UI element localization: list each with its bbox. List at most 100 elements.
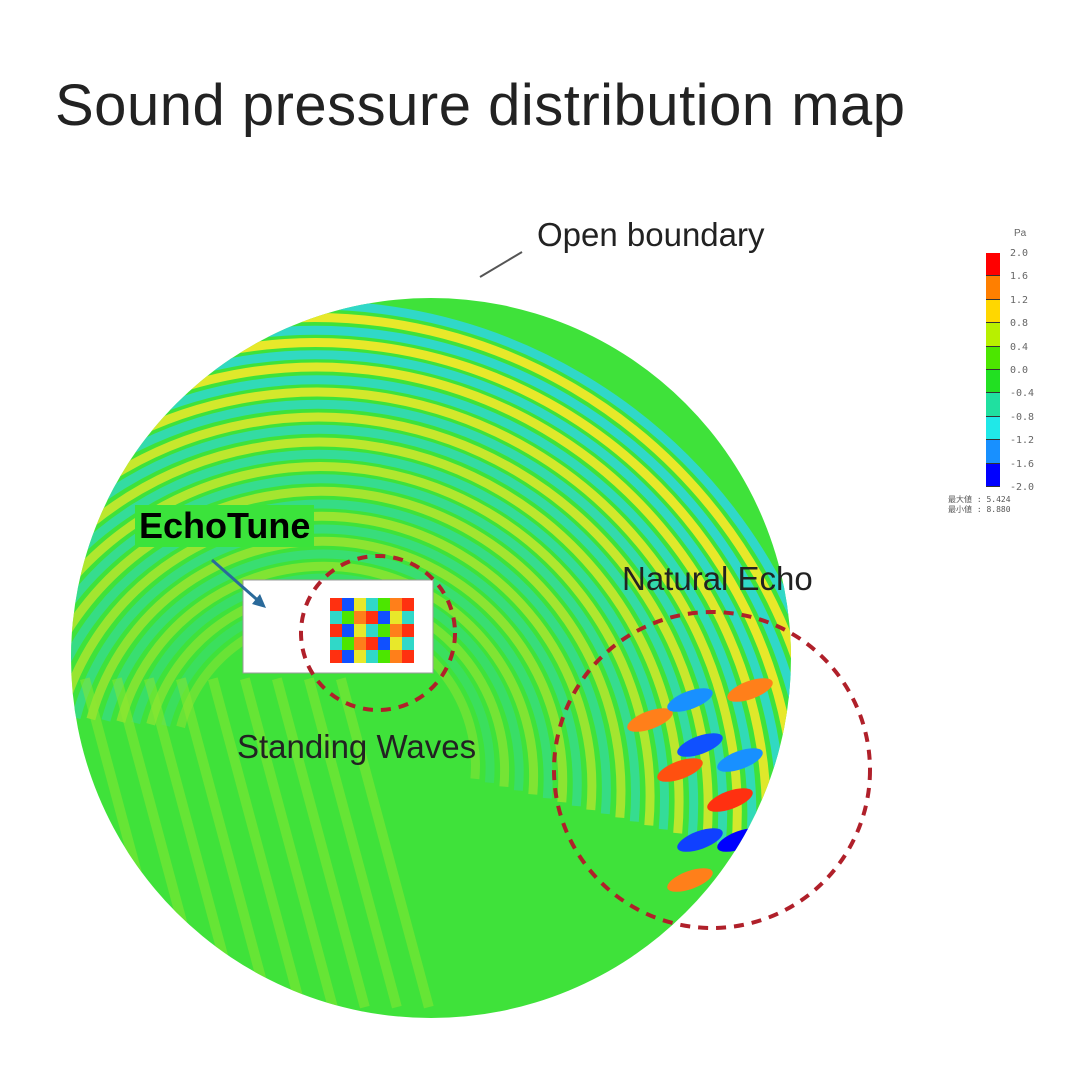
legend-tick: 0.8 (1010, 318, 1029, 330)
wave-band (71, 437, 684, 834)
resonator-cell (378, 624, 390, 637)
wave-band (71, 300, 791, 877)
natural-echo-marker (552, 610, 872, 930)
resonator-cell (402, 611, 414, 624)
open-boundary-leader (479, 251, 523, 278)
echo-hotspot (627, 708, 673, 732)
wave-band (71, 486, 626, 818)
legend-unit: Pa (1014, 228, 1027, 239)
resonator-cell (390, 598, 402, 611)
legend-swatch (986, 323, 1000, 347)
wave-band (71, 524, 582, 807)
legend-tick: -0.4 (1010, 388, 1035, 400)
wave-band (207, 677, 306, 1009)
wave-band (71, 375, 757, 853)
legend-tick: -2.0 (1010, 482, 1035, 493)
wave-band (71, 387, 742, 850)
resonator-cell (354, 624, 366, 637)
legend-tick: 1.6 (1010, 271, 1029, 283)
resonator-cell (390, 611, 402, 624)
legend-swatch (986, 299, 1000, 324)
wave-band (86, 536, 568, 803)
wave-band (71, 325, 791, 869)
resonator-cell (378, 650, 390, 663)
wave-band (71, 499, 611, 815)
legend-tick: -0.8 (1010, 411, 1035, 423)
legend-swatch (986, 253, 1000, 277)
wave-band (71, 474, 641, 822)
echotune-label: EchoTune (135, 505, 315, 547)
resonator-cell (342, 650, 354, 663)
resonator-cell (378, 611, 390, 624)
wave-band (71, 412, 713, 842)
echotune-arrow (211, 558, 263, 606)
resonator-cell (354, 637, 366, 650)
resonator-cell (342, 637, 354, 650)
legend-min: 最小値 : 8.880 (948, 505, 1011, 514)
resonator-cell (366, 624, 378, 637)
legend-swatch (986, 393, 1000, 417)
wave-band (71, 362, 771, 857)
legend-max: 最大値 : 5.424 (948, 495, 1011, 504)
wave-band (71, 350, 786, 861)
wave-band (71, 338, 791, 865)
resonator-cell (354, 650, 366, 663)
echo-hotspot (677, 828, 723, 852)
resonator-cell (330, 611, 342, 624)
wave-band (335, 677, 434, 1009)
resonator-cell (342, 598, 354, 611)
legend-tick: -1.2 (1010, 435, 1035, 447)
echo-hotspot (667, 688, 713, 712)
wave-band (272, 677, 370, 1009)
legend-tick: -1.6 (1010, 458, 1035, 470)
resonator-cell (342, 611, 354, 624)
wave-band (71, 511, 597, 811)
resonator-cell (378, 637, 390, 650)
echo-hotspot (667, 868, 713, 892)
open-boundary-label: Open boundary (537, 216, 765, 253)
resonator-cell (366, 611, 378, 624)
legend-swatch (986, 276, 1000, 300)
wave-band (143, 677, 242, 1009)
standing-waves-label: Standing Waves (237, 728, 477, 765)
wave-band (71, 424, 699, 838)
resonator-cell (402, 637, 414, 650)
wave-band (71, 313, 791, 873)
resonator-cell (330, 598, 342, 611)
resonator-cell (366, 637, 378, 650)
resonator-cell (354, 611, 366, 624)
legend-swatch (986, 369, 1000, 394)
wave-band (116, 561, 539, 795)
resonator-cell (342, 624, 354, 637)
legend-swatch (986, 440, 1000, 464)
resonator-cell (402, 624, 414, 637)
resonator-cell (366, 598, 378, 611)
page-title: Sound pressure distribution map (55, 73, 906, 138)
resonator-cell (390, 624, 402, 637)
legend-tick: 0.4 (1010, 341, 1029, 353)
resonator-cell (390, 650, 402, 663)
wave-band (71, 399, 728, 846)
resonator-cell (390, 637, 402, 650)
wave-band (71, 449, 670, 830)
legend-tick: 2.0 (1010, 248, 1029, 259)
echo-hotspot (727, 678, 773, 702)
resonator-cell (354, 598, 366, 611)
arrow-head-icon (252, 594, 266, 608)
resonator-cell (402, 650, 414, 663)
resonator-cell (366, 650, 378, 663)
legend-tick: 1.2 (1010, 294, 1029, 306)
echo-hotspot (717, 748, 763, 772)
resonator-cell (330, 624, 342, 637)
legend-tick: 0.0 (1010, 365, 1029, 376)
standing-waves-marker (299, 554, 457, 712)
resonator-cell (402, 598, 414, 611)
legend-colorbar (986, 253, 1000, 487)
wave-band (239, 677, 338, 1009)
echo-hotspot (707, 788, 753, 812)
echo-hotspot (677, 733, 723, 757)
legend-swatch (986, 463, 1000, 487)
wave-band (176, 677, 274, 1009)
